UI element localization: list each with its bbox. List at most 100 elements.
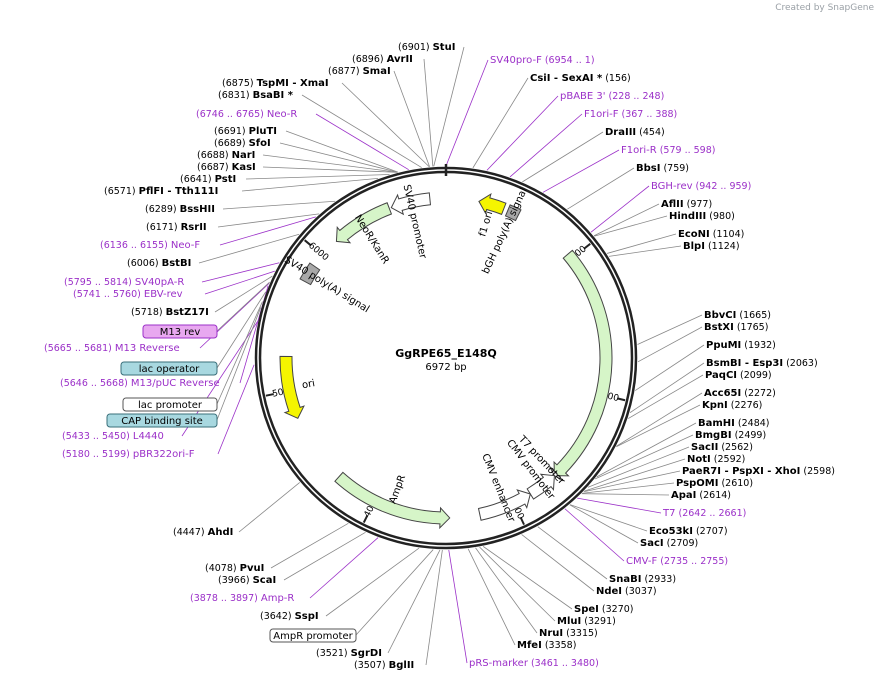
site-label-part: SacII (691, 442, 718, 453)
site-label-part: SV40pA-R (135, 277, 184, 288)
leader-line (608, 245, 682, 257)
feature-ampr (334, 471, 451, 530)
site-label: (5665 .. 5681) M13 Reverse (44, 343, 180, 354)
site-label: (5795 .. 5814) SV40pA-R (64, 277, 184, 288)
leader-line (542, 149, 620, 193)
site-label-part: F1ori-F (584, 109, 619, 120)
feature-f1-ori (478, 192, 507, 216)
site-label-part: (1932) (741, 340, 776, 351)
site-label: (3966) ScaI (218, 575, 276, 586)
site-label: (5433 .. 5450) L4440 (62, 431, 164, 442)
site-label-part: (5180 .. 5199) (62, 449, 133, 460)
site-label-part: BglII (389, 660, 415, 671)
leader-line (587, 446, 690, 488)
feature-ori (279, 355, 305, 419)
site-label: (6831) BsaBI * (218, 90, 294, 101)
site-label-part: pRS-marker (469, 658, 529, 669)
site-label-part: - PspXI (721, 466, 764, 477)
site-label: BstXI (1765) (704, 322, 768, 333)
site-label-part: (3358) (542, 640, 577, 651)
site-label: (3521) SgrDI (316, 648, 382, 659)
site-label-part: (2598) (800, 466, 835, 477)
site-label-part: Eco53kI (649, 526, 693, 537)
site-label-part: (1765) (734, 322, 769, 333)
site-label: Acc65I (2272) (704, 388, 776, 399)
site-label: ApaI (2614) (671, 490, 731, 501)
site-label-part: (2709) (664, 538, 699, 549)
leader-line (616, 404, 701, 448)
leader-line (594, 434, 694, 480)
leader-line (486, 95, 559, 171)
site-label-part: AvrII (387, 54, 413, 65)
site-label-part: (980) (706, 211, 735, 222)
site-label: AflII (977) (661, 199, 712, 210)
leader-line (217, 364, 255, 455)
site-label-part: (5665 .. 5681) (44, 343, 115, 354)
site-label-part: BstBI (162, 258, 192, 269)
site-label-part: BmgBI (695, 430, 732, 441)
site-label: CMV-F (2735 .. 2755) (626, 556, 728, 567)
site-label-part: (6901) (398, 42, 433, 53)
site-label-part: DraIII (605, 127, 636, 138)
site-label-part: NruI (539, 628, 563, 639)
leader-line (590, 185, 650, 233)
site-label-part: (1665) (736, 310, 771, 321)
site-label-part: (3642) (260, 611, 295, 622)
site-label-part: (6831) (218, 90, 253, 101)
leader-line (616, 392, 703, 447)
site-label-part: CMV-F (626, 556, 657, 567)
site-label: BmgBI (2499) (695, 430, 766, 441)
leader-line (216, 307, 262, 421)
site-label-part: (2484) (735, 418, 770, 429)
site-label: pBABE 3' (228 .. 248) (560, 91, 664, 102)
site-label-part: (5646 .. 5668) (60, 378, 131, 389)
feature-box (122, 397, 218, 412)
site-label-part: EcoNI (678, 229, 710, 240)
tick-mark (519, 516, 525, 526)
leader-line (245, 174, 390, 180)
site-label-part: BbvCI (704, 310, 736, 321)
site-label-part: TspMI (257, 78, 289, 89)
site-label-part: (3507) (354, 660, 389, 671)
site-label-part: (3461 .. 3480) (528, 658, 599, 669)
leader-line (475, 547, 538, 634)
site-label-part: BstZ17I (166, 307, 209, 318)
site-label-part: BstXI (704, 322, 734, 333)
site-label-part: PspOMI (676, 478, 718, 489)
site-label-part: SfoI (249, 138, 271, 149)
site-label: (5718) BstZ17I (131, 307, 209, 318)
site-label-part: (156) (602, 73, 631, 84)
leader-line (238, 482, 300, 533)
site-label-part: (1104) (710, 229, 745, 240)
site-label-part: M13/pUC Reverse (131, 378, 220, 389)
site-label: PpuMI (1932) (706, 340, 776, 351)
site-label-part: (454) (636, 127, 665, 138)
leader-line (584, 458, 686, 492)
leader-line (214, 275, 273, 313)
site-label-part: (4078) (205, 563, 240, 574)
leader-line (583, 470, 681, 493)
site-label: (6901) StuI (398, 42, 455, 53)
site-label-part: (2735 .. 2755) (657, 556, 728, 567)
leader-line (479, 546, 556, 622)
site-label-part: (2063) (783, 358, 818, 369)
site-label-part: ScaI (253, 575, 277, 586)
site-label-part: (6689) (214, 138, 249, 149)
leader-line (629, 362, 705, 413)
tick-mark (583, 243, 591, 250)
site-label-part: F1ori-R (621, 145, 657, 156)
site-label-part: MluI (557, 616, 581, 627)
leader-line (628, 374, 704, 419)
site-label: (6171) RsrII (146, 222, 207, 233)
site-label-part: (2933) (641, 574, 676, 585)
site-label-part: (6171) (146, 222, 181, 233)
site-label: (3507) BglII (354, 660, 414, 671)
site-label: EcoNI (1104) (678, 229, 744, 240)
site-label-part: KasI (232, 162, 256, 173)
leader-line (637, 314, 703, 345)
leader-line (445, 59, 489, 167)
site-label-part: PstI (215, 174, 237, 185)
feature-t7-promoter (549, 466, 564, 482)
site-label-part: (2099) (737, 370, 772, 381)
feature-ggrpe65-cds (553, 249, 613, 477)
